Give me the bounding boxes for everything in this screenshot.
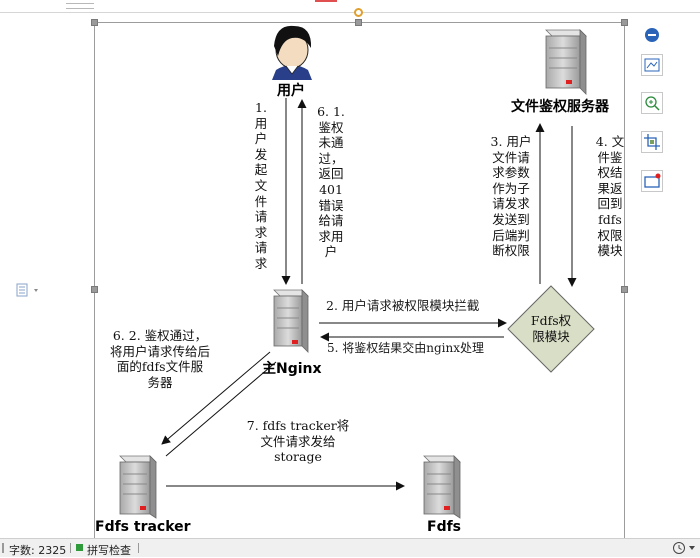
resize-handle-w[interactable] xyxy=(91,286,98,293)
fdfs-auth-module-label: Fdfs权 限模块 xyxy=(530,313,572,344)
rotate-handle[interactable] xyxy=(354,8,363,17)
arrow-step62 xyxy=(161,351,271,445)
step5-label: 5. 将鉴权结果交由nginx处理 xyxy=(327,341,485,355)
top-ruler xyxy=(0,0,700,13)
ruler-marker xyxy=(315,0,337,2)
spell-check-button[interactable]: 拼写检查 xyxy=(87,544,131,557)
user-label: 用户 xyxy=(277,83,305,99)
auth-server-icon xyxy=(545,29,587,95)
fdfs-tracker-label: Fdfs tracker xyxy=(95,519,191,535)
status-bar: 字数: 2325 拼写检查 xyxy=(0,538,700,557)
step62-label: 6. 2. 鉴权通过， 将用户请求传给后 面的fdfs文件服 务器 xyxy=(109,328,210,390)
spell-check-status-icon xyxy=(76,544,83,551)
status-divider-2 xyxy=(70,543,71,553)
resize-handle-nw[interactable] xyxy=(91,19,98,26)
minus-circle-icon[interactable] xyxy=(643,26,661,44)
fdfs-tracker-server-icon xyxy=(119,455,157,519)
crop-icon[interactable] xyxy=(641,131,663,153)
main-nginx-server-icon xyxy=(273,289,309,353)
arrow-step62-parallel xyxy=(165,361,277,457)
resize-handle-ne[interactable] xyxy=(621,19,628,26)
resize-handle-n[interactable] xyxy=(355,19,362,26)
zoom-icon[interactable] xyxy=(641,92,663,114)
fdfs-label: Fdfs xyxy=(427,519,462,535)
step4-label: 4. 文 件鉴 权结 果返 回到 fdfs 权限 模块 xyxy=(595,134,625,259)
user-icon xyxy=(272,25,312,80)
fdfs-server-icon xyxy=(423,455,461,519)
chevron-down-icon[interactable] xyxy=(689,546,695,550)
step1-label: 1. 用 户 发 起 文 件 请 求 请 求 xyxy=(254,100,268,271)
step2-label: 2. 用户请求被权限模块拦截 xyxy=(326,298,480,313)
step3-label: 3. 用户 文件请 求参数 作为子 请发求 发送到 后端判 断权限 xyxy=(490,134,532,259)
image-frame-right xyxy=(624,22,625,538)
history-icon[interactable] xyxy=(672,541,686,555)
step61-label: 6. 1. 鉴权 未通 过， 返回 401 错误 给请 求用 户 xyxy=(317,104,345,260)
border-icon[interactable] xyxy=(641,170,663,192)
status-divider xyxy=(2,543,4,553)
step7-label: 7. fdfs tracker将 文件请求发给 storage xyxy=(246,418,350,465)
main-nginx-label: 主Nginx xyxy=(262,361,322,377)
auth-server-label: 文件鉴权服务器 xyxy=(511,99,609,115)
fdfs-auth-module-shape xyxy=(507,285,595,373)
resize-handle-e[interactable] xyxy=(621,286,628,293)
status-divider-3 xyxy=(138,543,139,553)
word-count[interactable]: 字数: 2325 xyxy=(9,544,67,557)
paragraph-options-icon[interactable] xyxy=(16,282,42,297)
layout-options-icon[interactable] xyxy=(641,54,663,76)
image-frame-left xyxy=(94,22,95,538)
